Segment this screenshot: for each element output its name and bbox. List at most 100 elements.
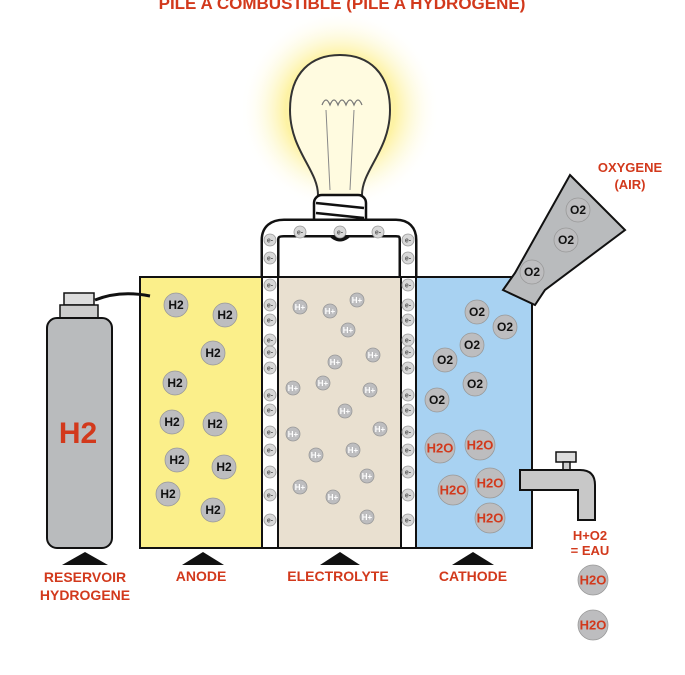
electron-label: e-: [405, 392, 412, 399]
electron-molecule: e-: [263, 278, 277, 292]
proton-molecule: H+: [285, 380, 301, 396]
proton-label: H+: [362, 513, 373, 522]
proton-molecule: H+: [359, 509, 375, 525]
proton-molecule: H+: [292, 479, 308, 495]
electron-label: e-: [405, 349, 412, 356]
water-faucet: [519, 451, 596, 521]
label-water: = EAU: [571, 543, 610, 558]
hydrogen-molecule: H2: [159, 409, 185, 435]
electron-molecule: e-: [263, 425, 277, 439]
electron-molecule: e-: [263, 233, 277, 247]
water-label: H2O: [467, 438, 494, 453]
electron-molecule: e-: [401, 425, 415, 439]
oxygen-label: O2: [437, 353, 453, 367]
electron-molecule: e-: [263, 298, 277, 312]
electron-molecule: e-: [401, 488, 415, 502]
label-anode: ANODE: [176, 568, 227, 584]
water-label: H2O: [440, 483, 467, 498]
electron-label: e-: [267, 392, 274, 399]
water-label: H2O: [427, 441, 454, 456]
electron-molecule: e-: [401, 388, 415, 402]
oxygen-label: O2: [429, 393, 445, 407]
oxygen-label: O2: [570, 203, 586, 217]
proton-label: H+: [362, 472, 373, 481]
proton-molecule: H+: [362, 382, 378, 398]
water-molecule: H2O: [437, 474, 469, 506]
electron-molecule: e-: [263, 513, 277, 527]
hydrogen-label: H2: [167, 376, 183, 390]
electron-label: e-: [267, 349, 274, 356]
electron-label: e-: [267, 317, 274, 324]
diagram-title: PILE A COMBUSTIBLE (PILE A HYDROGENE): [159, 0, 526, 13]
electron-label: e-: [267, 282, 274, 289]
hydrogen-tank: H2: [46, 292, 151, 549]
label-oxygen: OXYGENE: [598, 160, 663, 175]
electron-molecule: e-: [263, 403, 277, 417]
electron-molecule: e-: [263, 313, 277, 327]
water-molecule: H2O: [474, 502, 506, 534]
electron-label: e-: [405, 517, 412, 524]
electron-label: e-: [405, 337, 412, 344]
proton-molecule: H+: [308, 447, 324, 463]
electron-label: e-: [405, 469, 412, 476]
oxygen-label: O2: [558, 233, 574, 247]
proton-molecule: H+: [285, 426, 301, 442]
oxygen-molecule: O2: [462, 371, 488, 397]
hydrogen-label: H2: [169, 453, 185, 467]
electron-label: e-: [267, 302, 274, 309]
oxygen-molecule: O2: [464, 299, 490, 325]
electron-molecule: e-: [401, 443, 415, 457]
electron-label: e-: [267, 237, 274, 244]
oxygen-molecule: O2: [519, 259, 545, 285]
electron-molecule: e-: [401, 513, 415, 527]
electron-label: e-: [405, 237, 412, 244]
electron-molecule: e-: [401, 465, 415, 479]
arrow-up-icon: [452, 552, 494, 565]
proton-molecule: H+: [315, 375, 331, 391]
water-label: H2O: [477, 476, 504, 491]
tank-label: H2: [59, 417, 97, 450]
hydrogen-molecule: H2: [212, 302, 238, 328]
electron-label: e-: [267, 429, 274, 436]
electron-molecule: e-: [371, 225, 385, 239]
electron-molecule: e-: [401, 251, 415, 265]
electron-molecule: e-: [401, 333, 415, 347]
hydrogen-label: H2: [216, 460, 232, 474]
proton-molecule: H+: [365, 347, 381, 363]
electron-label: e-: [375, 229, 382, 236]
electron-molecule: e-: [263, 388, 277, 402]
flow-arrows: [62, 552, 494, 565]
label-reservoir: RESERVOIR: [44, 569, 126, 585]
electron-molecule: e-: [401, 313, 415, 327]
proton-label: H+: [288, 384, 299, 393]
hydrogen-label: H2: [205, 346, 221, 360]
water-label: H2O: [477, 511, 504, 526]
hydrogen-label: H2: [160, 487, 176, 501]
electron-molecule: e-: [263, 488, 277, 502]
electron-label: e-: [267, 469, 274, 476]
electron-label: e-: [267, 365, 274, 372]
electron-label: e-: [405, 447, 412, 454]
electron-label: e-: [267, 407, 274, 414]
electron-molecule: e-: [401, 278, 415, 292]
proton-label: H+: [328, 493, 339, 502]
proton-label: H+: [318, 379, 329, 388]
hydrogen-label: H2: [168, 298, 184, 312]
electron-molecule: e-: [263, 251, 277, 265]
hydrogen-molecule: H2: [162, 370, 188, 396]
proton-label: H+: [295, 483, 306, 492]
hydrogen-label: H2: [217, 308, 233, 322]
electron-molecule: e-: [263, 333, 277, 347]
electron-molecule: e-: [263, 443, 277, 457]
proton-label: H+: [311, 451, 322, 460]
electron-label: e-: [405, 365, 412, 372]
label-hydrogene: HYDROGENE: [40, 587, 130, 603]
electron-molecule: e-: [263, 361, 277, 375]
hydrogen-molecule: H2: [200, 497, 226, 523]
water-molecule: H2O: [577, 609, 609, 641]
proton-label: H+: [325, 307, 336, 316]
electron-molecule: e-: [333, 225, 347, 239]
label-water-formula: H+O2: [573, 528, 607, 543]
oxygen-molecule: O2: [565, 197, 591, 223]
